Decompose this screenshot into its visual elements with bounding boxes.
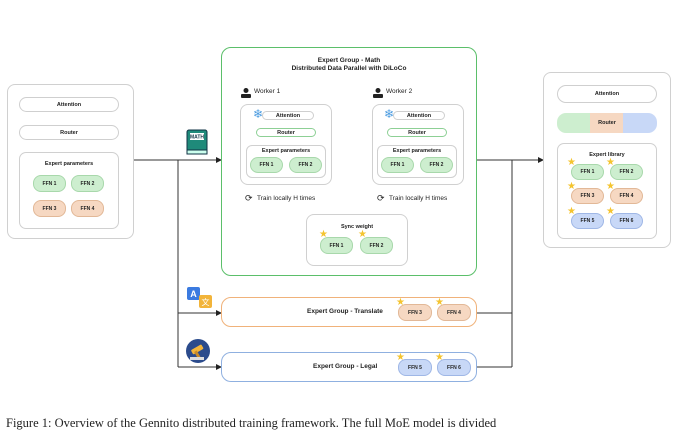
sync-ffn-2: FFN 2 [360,237,393,254]
gavel-icon [184,338,212,364]
figure-caption: Figure 1: Overview of the Gennito distri… [6,416,497,430]
library-ffn-2: FFN 2 [610,164,643,180]
left-attention-block: Attention [19,97,119,112]
worker-1-router: Router [256,128,316,137]
legal-expert-group [221,352,477,382]
star-icon: ★ [435,352,444,363]
worker-1-ffn-1: FFN 1 [250,157,283,173]
worker-1-expert-params-title: Expert parameters [261,148,311,154]
expert-library-title: Expert library [589,152,625,158]
worker-2-ffn-2: FFN 2 [420,157,453,173]
worker-icon [240,86,252,98]
star-icon: ★ [319,229,328,240]
star-icon: ★ [606,157,615,168]
worker-1-label: Worker 1 [254,88,281,95]
worker-2-ffn-1: FFN 1 [381,157,414,173]
left-ffn-4: FFN 4 [71,200,104,217]
left-router-block: Router [19,125,119,140]
snowflake-icon: ❄ [253,107,264,121]
right-router-block: Router [557,113,657,133]
left-ffn-2: FFN 2 [71,175,104,192]
math-group-title: Expert Group - Math [317,57,381,64]
worker-1-attention: Attention [262,111,314,120]
worker-2-label: Worker 2 [386,88,413,95]
snowflake-icon: ❄ [384,107,395,121]
star-icon: ★ [396,352,405,363]
translate-expert-group [221,297,477,327]
star-icon: ★ [606,206,615,217]
math-book-icon: MATH [184,128,210,156]
svg-text:MATH: MATH [190,135,204,141]
star-icon: ★ [396,297,405,308]
svg-text:文: 文 [202,297,210,307]
star-icon: ★ [567,157,576,168]
right-attention-block: Attention [557,85,657,103]
library-ffn-4: FFN 4 [610,188,643,204]
refresh-icon: ⟳ [377,193,385,203]
sync-weight-title: Sync weight [340,224,374,230]
translate-group-title: Expert Group - Translate [307,308,383,315]
left-expert-parameters-title: Expert parameters [44,161,94,167]
star-icon: ★ [567,181,576,192]
star-icon: ★ [567,206,576,217]
left-ffn-1: FFN 1 [33,175,66,192]
svg-text:A: A [190,289,197,299]
legal-ffn-5: FFN 5 [398,359,432,376]
worker-2-train-label: Train locally H times [389,195,448,202]
library-ffn-1: FFN 1 [571,164,604,180]
worker-icon [372,86,384,98]
left-ffn-3: FFN 3 [33,200,66,217]
translate-ffn-3: FFN 3 [398,304,432,321]
refresh-icon: ⟳ [245,193,253,203]
library-ffn-5: FFN 5 [571,213,604,229]
worker-2-expert-params-title: Expert parameters [392,148,442,154]
library-ffn-6: FFN 6 [610,213,643,229]
star-icon: ★ [606,181,615,192]
translate-icon: A 文 [186,286,214,310]
sync-ffn-1: FFN 1 [320,237,353,254]
star-icon: ★ [435,297,444,308]
legal-ffn-6: FFN 6 [437,359,471,376]
worker-1-ffn-2: FFN 2 [289,157,322,173]
library-ffn-3: FFN 3 [571,188,604,204]
worker-1-train-label: Train locally H times [257,195,316,202]
star-icon: ★ [358,229,367,240]
translate-ffn-4: FFN 4 [437,304,471,321]
worker-2-attention: Attention [393,111,445,120]
worker-2-router: Router [387,128,447,137]
math-group-subtitle: Distributed Data Parallel with DiLoCo [291,65,407,72]
legal-group-title: Expert Group - Legal [313,363,378,370]
